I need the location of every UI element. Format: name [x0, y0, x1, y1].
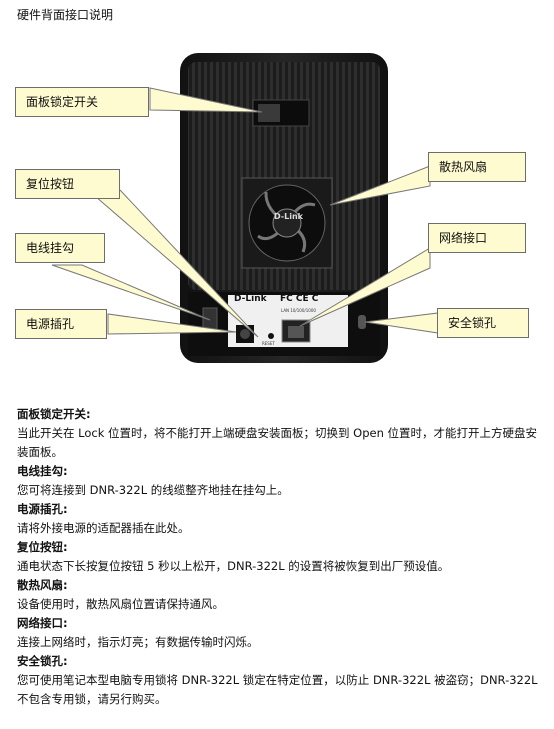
- security-lock-slot: [358, 315, 366, 329]
- section-body-power-jack: 请将外接电源的适配器插在此处。: [17, 521, 190, 535]
- section-heading-fan: 散热风扇:: [17, 578, 68, 592]
- section-heading-network-port: 网络接口:: [17, 616, 68, 630]
- panel-lock-slider: [258, 104, 280, 122]
- reset-label-small: RESET: [262, 341, 275, 346]
- callout-pointers: [51, 87, 439, 338]
- callout-panel-lock: 面板锁定开关: [15, 87, 149, 117]
- device-rear-figure: 面板锁定开关 复位按钮 电线挂勾 电源插孔 散热风扇 网络接口 安全锁孔 D-L…: [0, 40, 554, 380]
- section-heading-security-lock: 安全锁孔:: [17, 654, 68, 668]
- callout-power-jack: 电源插孔: [15, 309, 107, 339]
- section-body-security-lock: 您可使用笔记本型电脑专用锁将 DNR-322L 锁定在特定位置，以防止 DNR-…: [17, 673, 538, 706]
- cable-hook: [202, 307, 218, 331]
- callout-fan: 散热风扇: [428, 152, 526, 182]
- page-title: 硬件背面接口说明: [17, 8, 114, 22]
- section-heading-panel-lock: 面板锁定开关:: [17, 407, 91, 421]
- section-body-panel-lock: 当此开关在 Lock 位置时，将不能打开上端硬盘安装面板；切换到 Open 位置…: [17, 426, 538, 459]
- section-body-cable-hook: 您可将连接到 DNR-322L 的线缆整齐地挂在挂勾上。: [17, 483, 289, 497]
- section-body-fan: 设备使用时，散热风扇位置请保持通风。: [17, 597, 224, 611]
- callout-security-lock: 安全锁孔: [437, 308, 529, 338]
- section-heading-power-jack: 电源插孔:: [17, 502, 68, 516]
- section-heading-reset: 复位按钮:: [17, 540, 68, 554]
- callout-network-port: 网络接口: [428, 223, 526, 253]
- device-illustration: [51, 53, 439, 363]
- port-label-small: LAN 10/100/1000: [281, 308, 316, 313]
- section-body-network-port: 连接上网络时，指示灯亮；有数据传输时闪烁。: [17, 635, 259, 649]
- reset-button: [268, 333, 274, 339]
- callout-cable-hook: 电线挂勾: [15, 233, 105, 263]
- device-brand-logo: D-Link: [234, 294, 267, 304]
- description-text: 面板锁定开关: 当此开关在 Lock 位置时，将不能打开上端硬盘安装面板；切换到…: [17, 405, 542, 709]
- cert-marks: FC CE C: [280, 294, 319, 304]
- callout-reset: 复位按钮: [15, 169, 120, 199]
- section-heading-cable-hook: 电线挂勾:: [17, 464, 68, 478]
- fan-logo: D-Link: [274, 212, 303, 221]
- section-body-reset: 通电状态下长按复位按钮 5 秒以上松开，DNR-322L 的设置将被恢复到出厂预…: [17, 559, 450, 573]
